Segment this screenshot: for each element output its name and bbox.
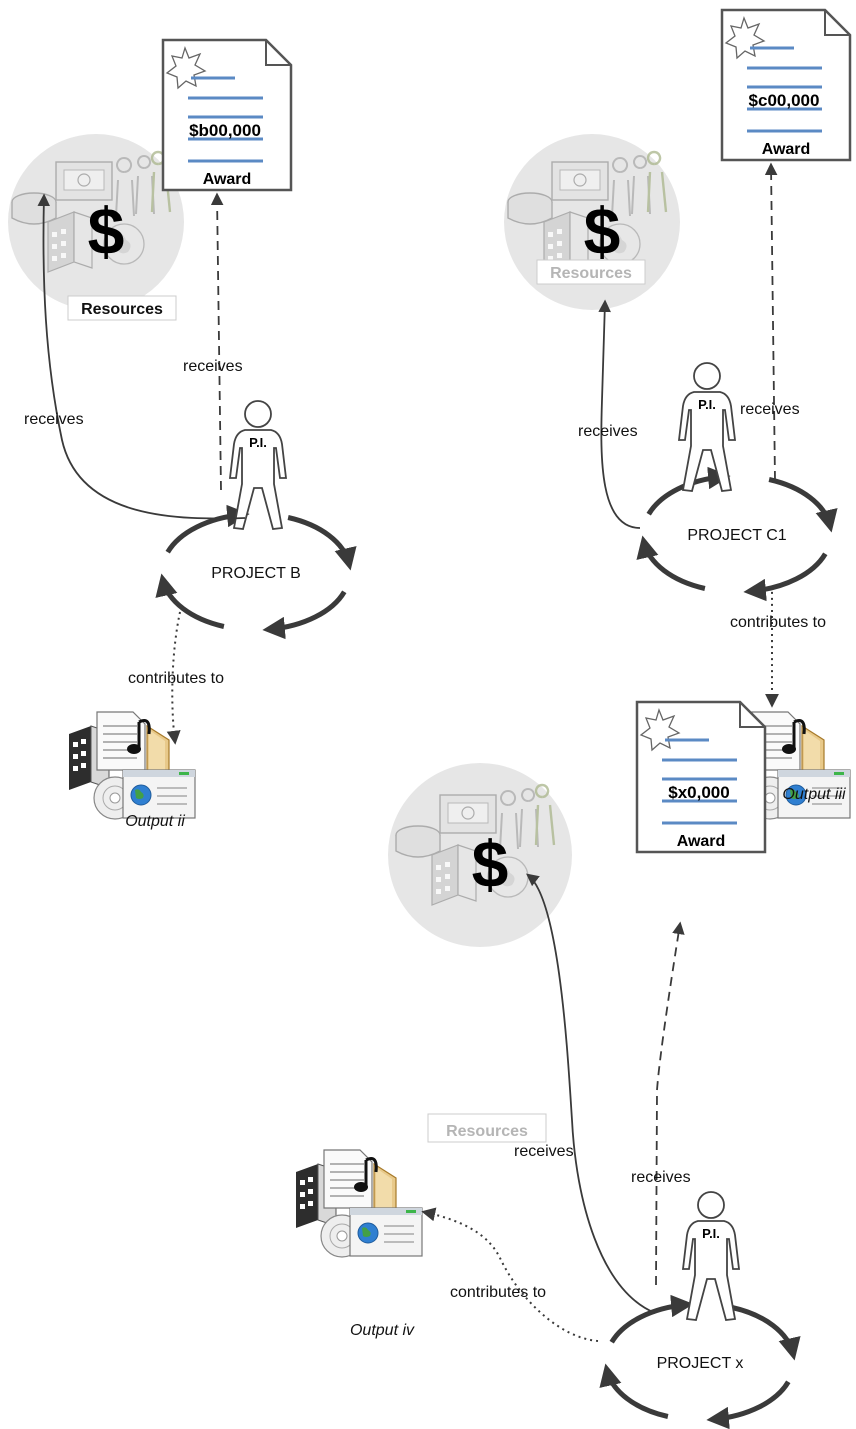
award-amount: $x0,000 <box>668 783 729 802</box>
edge-label-resources: receives <box>578 423 638 440</box>
edge-label-award: receives <box>183 358 243 375</box>
edge-label-output: contributes to <box>730 614 826 631</box>
dollar-icon: $ <box>472 827 509 901</box>
pi-label: P.I. <box>249 435 267 450</box>
pi-node: P.I. <box>678 362 736 492</box>
output-node: Output iii <box>722 710 852 821</box>
award-amount: $c00,000 <box>749 91 820 110</box>
resources-label-box <box>67 295 177 321</box>
output-label: Output iv <box>350 1322 415 1339</box>
resources-label: Resources <box>81 301 163 318</box>
project-label: PROJECT B <box>211 565 301 582</box>
cycle-arrow-2 <box>731 1305 801 1361</box>
person-icon <box>678 362 736 492</box>
cycle-arrow-3 <box>743 552 828 602</box>
project-cycle: PROJECT B <box>155 504 357 640</box>
cycle-arrow-3 <box>706 1380 791 1429</box>
project-cycle: PROJECT C1 <box>636 466 838 602</box>
award-label: Award <box>677 833 726 850</box>
resources-node: $ Resources <box>388 763 572 1143</box>
output-icon <box>294 1148 424 1259</box>
edge-receives-resources <box>598 299 641 529</box>
pi-node: P.I. <box>682 1191 740 1321</box>
resources-node: $Resources <box>504 134 680 310</box>
edge-label-resources: receives <box>24 411 84 428</box>
output-node: Output iv <box>294 1148 424 1339</box>
edge-label-output: contributes to <box>128 670 224 687</box>
cycle-arrow-1 <box>165 504 250 554</box>
award-label: Award <box>203 171 252 188</box>
resources-label-box <box>427 1113 547 1143</box>
resources-label-box <box>536 259 646 285</box>
cycle-arrow-2 <box>768 477 838 533</box>
edge-label-award: receives <box>631 1169 691 1186</box>
resources-label: Resources <box>550 265 632 282</box>
cycle-arrow-3 <box>262 590 347 640</box>
award-label: Award <box>762 141 811 158</box>
cycle-arrow-1 <box>609 1294 694 1344</box>
pi-node: P.I. <box>229 400 287 530</box>
cycle-arrow-4 <box>155 573 225 629</box>
resources-node: $ Resources <box>8 134 184 321</box>
person-icon <box>229 400 287 530</box>
project-label: PROJECT x <box>657 1355 744 1372</box>
edge-label-output: contributes to <box>450 1284 546 1301</box>
edge-receives-award <box>655 921 685 1286</box>
award-doc-icon <box>635 700 767 854</box>
dollar-icon: $ <box>88 194 125 268</box>
edge-receives-award <box>764 162 778 481</box>
project-cycle: PROJECT x <box>599 1294 801 1429</box>
edge-contributes-output <box>421 1207 599 1342</box>
edge-label-resources: receives <box>514 1143 574 1160</box>
output-label: Output ii <box>125 813 185 830</box>
resources-label: Resources <box>446 1123 528 1140</box>
edge-label-award: receives <box>740 401 800 418</box>
award-doc-icon <box>161 38 293 192</box>
award-amount: $b00,000 <box>189 121 261 140</box>
person-icon <box>682 1191 740 1321</box>
cycle-arrow-1 <box>646 466 731 516</box>
edge-receives-resources <box>526 873 656 1314</box>
edge-receives-award <box>210 192 224 491</box>
cycle-arrow-4 <box>599 1363 669 1419</box>
pi-label: P.I. <box>702 1226 720 1241</box>
output-icon <box>67 710 197 821</box>
dollar-icon: $ <box>584 194 621 268</box>
project-label: PROJECT C1 <box>687 527 786 544</box>
edge-contributes-output <box>166 611 181 745</box>
output-node: Output ii <box>67 710 197 830</box>
edge-receives-resources <box>37 193 246 520</box>
award-doc-icon <box>720 8 852 162</box>
output-label: Output iii <box>782 786 846 803</box>
pi-label: P.I. <box>698 397 716 412</box>
cycle-arrow-2 <box>287 515 357 571</box>
cycle-arrow-4 <box>636 535 706 591</box>
